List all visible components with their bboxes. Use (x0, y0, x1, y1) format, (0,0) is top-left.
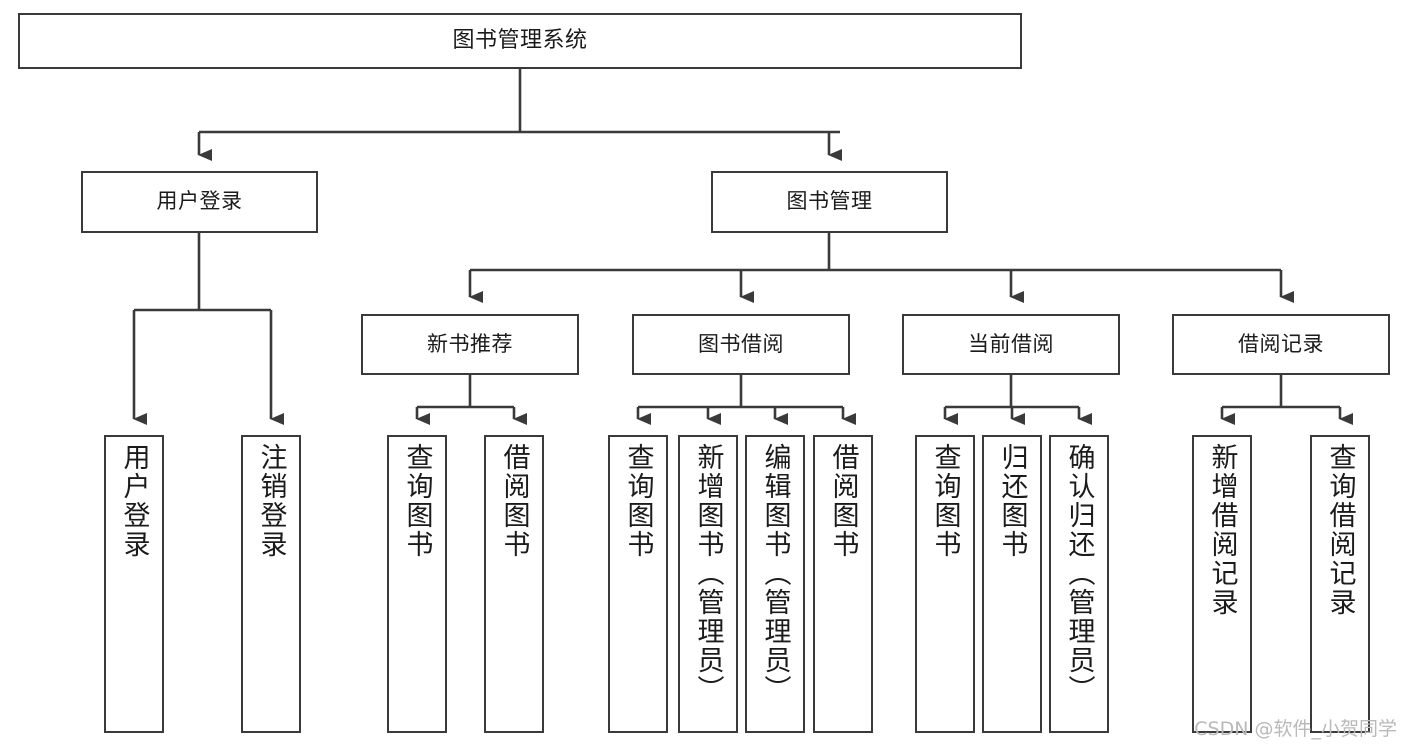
node-book-borrow-label: 图书借阅 (698, 331, 784, 356)
leaf-query-borrow-record[interactable]: 查询借阅记录 (1310, 435, 1370, 733)
node-current-borrow-label: 当前借阅 (968, 331, 1054, 356)
leaf-edit-book-admin-label: 编辑图书（管理员） (759, 443, 791, 704)
node-book-borrow[interactable]: 图书借阅 (632, 314, 850, 375)
leaf-query-borrow-record-label: 查询借阅记录 (1324, 443, 1356, 617)
node-borrow-records[interactable]: 借阅记录 (1172, 314, 1390, 375)
node-book-management-label: 图书管理 (786, 189, 873, 214)
leaf-borrow-book-new-label: 借阅图书 (498, 443, 530, 559)
node-new-book-recommend[interactable]: 新书推荐 (361, 314, 579, 375)
leaf-borrow-book[interactable]: 借阅图书 (813, 435, 873, 733)
leaf-query-book-new-label: 查询图书 (401, 443, 433, 559)
leaf-user-login-label: 用户登录 (118, 443, 150, 559)
node-new-book-recommend-label: 新书推荐 (427, 331, 513, 356)
leaf-logout[interactable]: 注销登录 (241, 435, 301, 733)
leaf-add-borrow-record-label: 新增借阅记录 (1206, 443, 1238, 617)
leaf-query-book-current-label: 查询图书 (929, 443, 961, 559)
node-current-borrow[interactable]: 当前借阅 (902, 314, 1120, 375)
node-user-login[interactable]: 用户登录 (81, 171, 318, 233)
leaf-return-book-label: 归还图书 (996, 443, 1028, 559)
node-borrow-records-label: 借阅记录 (1238, 331, 1324, 356)
leaf-query-book-borrow-label: 查询图书 (622, 443, 654, 559)
leaf-query-book-current[interactable]: 查询图书 (915, 435, 975, 733)
leaf-return-book[interactable]: 归还图书 (982, 435, 1042, 733)
leaf-borrow-book-new[interactable]: 借阅图书 (484, 435, 544, 733)
leaf-add-book-admin-label: 新增图书（管理员） (692, 443, 724, 704)
watermark: CSDN @软件_小贺同学 (1194, 718, 1397, 740)
node-root-label: 图书管理系统 (452, 27, 588, 53)
leaf-user-login[interactable]: 用户登录 (104, 435, 164, 733)
leaf-borrow-book-label: 借阅图书 (827, 443, 859, 559)
leaf-query-book-new[interactable]: 查询图书 (387, 435, 447, 733)
node-book-management[interactable]: 图书管理 (711, 171, 948, 233)
node-user-login-label: 用户登录 (156, 189, 243, 214)
leaf-confirm-return-admin[interactable]: 确认归还（管理员） (1049, 435, 1109, 733)
leaf-confirm-return-admin-label: 确认归还（管理员） (1063, 443, 1095, 704)
leaf-query-book-borrow[interactable]: 查询图书 (608, 435, 668, 733)
node-root[interactable]: 图书管理系统 (18, 13, 1022, 69)
leaf-add-borrow-record[interactable]: 新增借阅记录 (1192, 435, 1252, 733)
leaf-edit-book-admin[interactable]: 编辑图书（管理员） (745, 435, 805, 733)
leaf-add-book-admin[interactable]: 新增图书（管理员） (678, 435, 738, 733)
leaf-logout-label: 注销登录 (255, 443, 287, 559)
